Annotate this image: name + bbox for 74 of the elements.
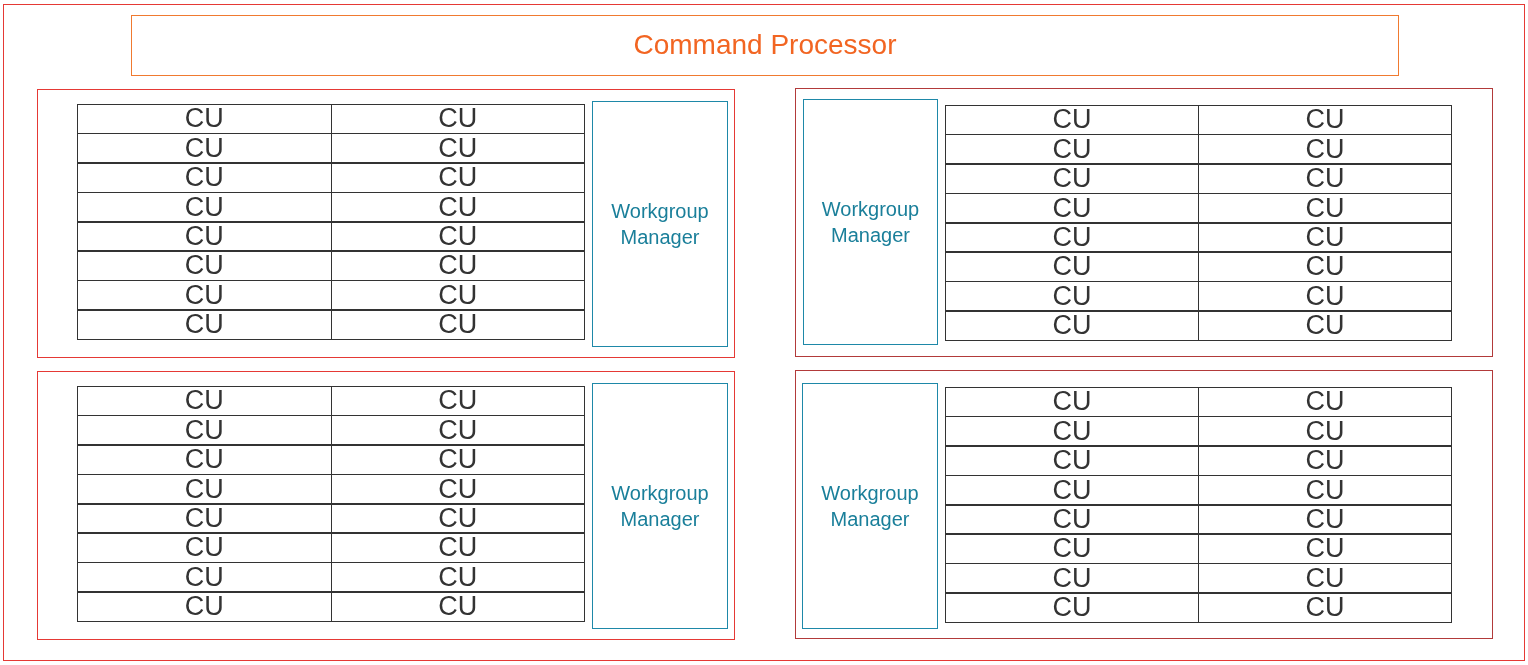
cu-cell: CU	[1198, 251, 1452, 282]
manager-box: Workgroup Manager	[592, 383, 728, 629]
cu-cell: CU	[1198, 281, 1452, 312]
cu-cell: CU	[945, 222, 1199, 253]
engine-panel	[795, 88, 1493, 357]
cu-cell: CU	[945, 134, 1199, 165]
cu-cell: CU	[77, 591, 332, 622]
cu-cell: CU	[945, 105, 1199, 135]
cu-cell: CU	[945, 445, 1199, 476]
processor-box: Command Processor	[131, 15, 1399, 76]
cu-cell: CU	[77, 309, 332, 340]
cu-cell: CU	[77, 503, 332, 534]
cu-cell: CU	[945, 387, 1199, 417]
engine-panel	[795, 370, 1493, 639]
cu-cell: CU	[945, 416, 1199, 447]
cu-cell: CU	[1198, 193, 1452, 223]
cu-cell: CU	[330, 474, 585, 504]
manager-box: Workgroup Manager	[803, 99, 938, 345]
cu-cell: CU	[330, 309, 585, 340]
cu-cell: CU	[330, 386, 585, 416]
cu-cell: CU	[1198, 416, 1452, 447]
cu-cell: CU	[330, 415, 585, 446]
cu-cell: CU	[77, 562, 332, 593]
cu-cell: CU	[1198, 310, 1452, 341]
cu-cell: CU	[330, 104, 585, 134]
cu-cell: CU	[77, 192, 332, 222]
outer-frame	[3, 4, 1525, 661]
cu-cell: CU	[1198, 387, 1452, 417]
cu-cell: CU	[945, 193, 1199, 223]
manager-box: Workgroup Manager	[592, 101, 728, 347]
cu-cell: CU	[1198, 592, 1452, 623]
engine-panel	[37, 371, 735, 640]
cu-cell: CU	[1198, 504, 1452, 535]
cu-cell: CU	[330, 133, 585, 164]
cu-cell: CU	[945, 251, 1199, 282]
cu-cell: CU	[330, 591, 585, 622]
cu-cell: CU	[77, 474, 332, 504]
cu-cell: CU	[945, 475, 1199, 505]
cu-cell: CU	[77, 386, 332, 416]
manager-box: Workgroup Manager	[802, 383, 938, 629]
cu-cell: CU	[330, 250, 585, 281]
cu-cell: CU	[945, 163, 1199, 194]
engine-panel	[37, 89, 735, 358]
cu-cell: CU	[77, 532, 332, 563]
cu-cell: CU	[77, 133, 332, 164]
cu-cell: CU	[1198, 445, 1452, 476]
cu-cell: CU	[330, 444, 585, 475]
cu-cell: CU	[1198, 563, 1452, 594]
cu-cell: CU	[330, 221, 585, 252]
cu-cell: CU	[945, 310, 1199, 341]
cu-cell: CU	[1198, 222, 1452, 253]
cu-cell: CU	[330, 280, 585, 311]
cu-cell: CU	[77, 415, 332, 446]
cu-cell: CU	[77, 280, 332, 311]
cu-cell: CU	[77, 444, 332, 475]
cu-cell: CU	[330, 162, 585, 193]
cu-cell: CU	[77, 104, 332, 134]
cu-cell: CU	[945, 504, 1199, 535]
cu-cell: CU	[1198, 134, 1452, 165]
cu-cell: CU	[1198, 105, 1452, 135]
cu-cell: CU	[1198, 163, 1452, 194]
cu-cell: CU	[330, 562, 585, 593]
cu-cell: CU	[945, 533, 1199, 564]
cu-cell: CU	[77, 221, 332, 252]
cu-cell: CU	[77, 250, 332, 281]
cu-cell: CU	[330, 532, 585, 563]
cu-cell: CU	[77, 162, 332, 193]
cu-cell: CU	[945, 592, 1199, 623]
cu-cell: CU	[945, 281, 1199, 312]
cu-cell: CU	[330, 192, 585, 222]
cu-cell: CU	[1198, 533, 1452, 564]
cu-cell: CU	[945, 563, 1199, 594]
cu-cell: CU	[330, 503, 585, 534]
cu-cell: CU	[1198, 475, 1452, 505]
